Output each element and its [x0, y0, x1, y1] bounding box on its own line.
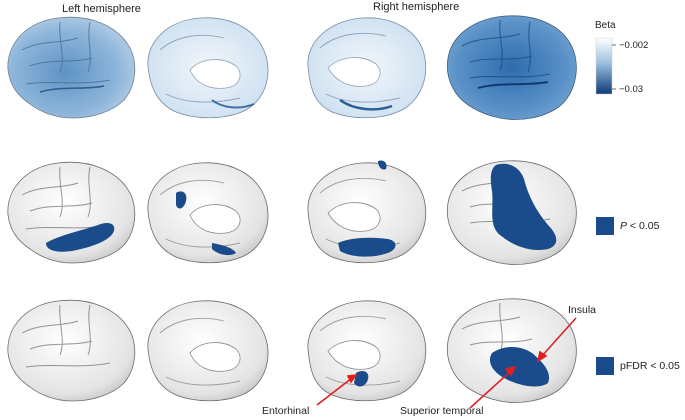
row2-right-medial-brain: [307, 160, 427, 264]
row2-left-medial-brain: [147, 162, 269, 264]
row1-right-medial-brain: [307, 17, 427, 119]
colorbar-tick-top: −0.002: [619, 40, 649, 51]
legend-fdr-label: pFDR < 0.05: [620, 360, 680, 372]
row1-left-lateral-brain: [7, 16, 136, 119]
annotation-insula: Insula: [568, 304, 597, 316]
row3-right-medial-brain: [307, 300, 427, 402]
left-medial-significant-region-b: [212, 243, 236, 256]
legend-p-label: P < 0.05: [620, 220, 660, 232]
right-lateral-significant-region: [490, 163, 557, 251]
colorbar-tick-bottom: −0.03: [619, 84, 644, 95]
left-medial-significant-region-a: [176, 191, 187, 209]
entorhinal-arrow: [316, 377, 353, 406]
row2-p-maps: [7, 160, 577, 265]
colorbar-title: Beta: [595, 20, 616, 31]
superior-temporal-arrow: [469, 369, 513, 409]
legend-p-swatch: [596, 217, 614, 235]
right-hemisphere-header: Right hemisphere: [373, 1, 460, 13]
row3-left-medial-brain: [147, 300, 269, 402]
left-hemisphere-header: Left hemisphere: [62, 3, 141, 15]
row2-right-lateral-brain: [446, 160, 577, 265]
insula-arrow: [540, 317, 577, 358]
annotation-entorhinal: Entorhinal: [262, 405, 310, 417]
row1-beta-maps: [7, 15, 577, 121]
legend-p-value: P < 0.05: [596, 217, 659, 235]
entorhinal-significant-region: [354, 371, 369, 387]
right-medial-significant-region-a: [378, 160, 387, 170]
right-medial-significant-region-b: [338, 237, 396, 257]
row3-right-lateral-brain: [446, 298, 577, 403]
row2-left-lateral-brain: [7, 161, 136, 264]
colorbar-gradient: [595, 37, 613, 95]
row1-right-lateral-brain: [446, 15, 577, 121]
annotation-arrows: [316, 317, 577, 409]
left-temporal-significant-region: [46, 223, 115, 252]
legend-fdr-swatch: [596, 357, 614, 375]
legend-fdr: pFDR < 0.05: [596, 357, 680, 375]
row1-left-medial-brain: [147, 17, 269, 119]
row3-fdr-maps: [7, 298, 577, 403]
row3-left-lateral-brain: [7, 299, 136, 402]
annotation-superior-temporal: Superior temporal: [400, 405, 484, 417]
